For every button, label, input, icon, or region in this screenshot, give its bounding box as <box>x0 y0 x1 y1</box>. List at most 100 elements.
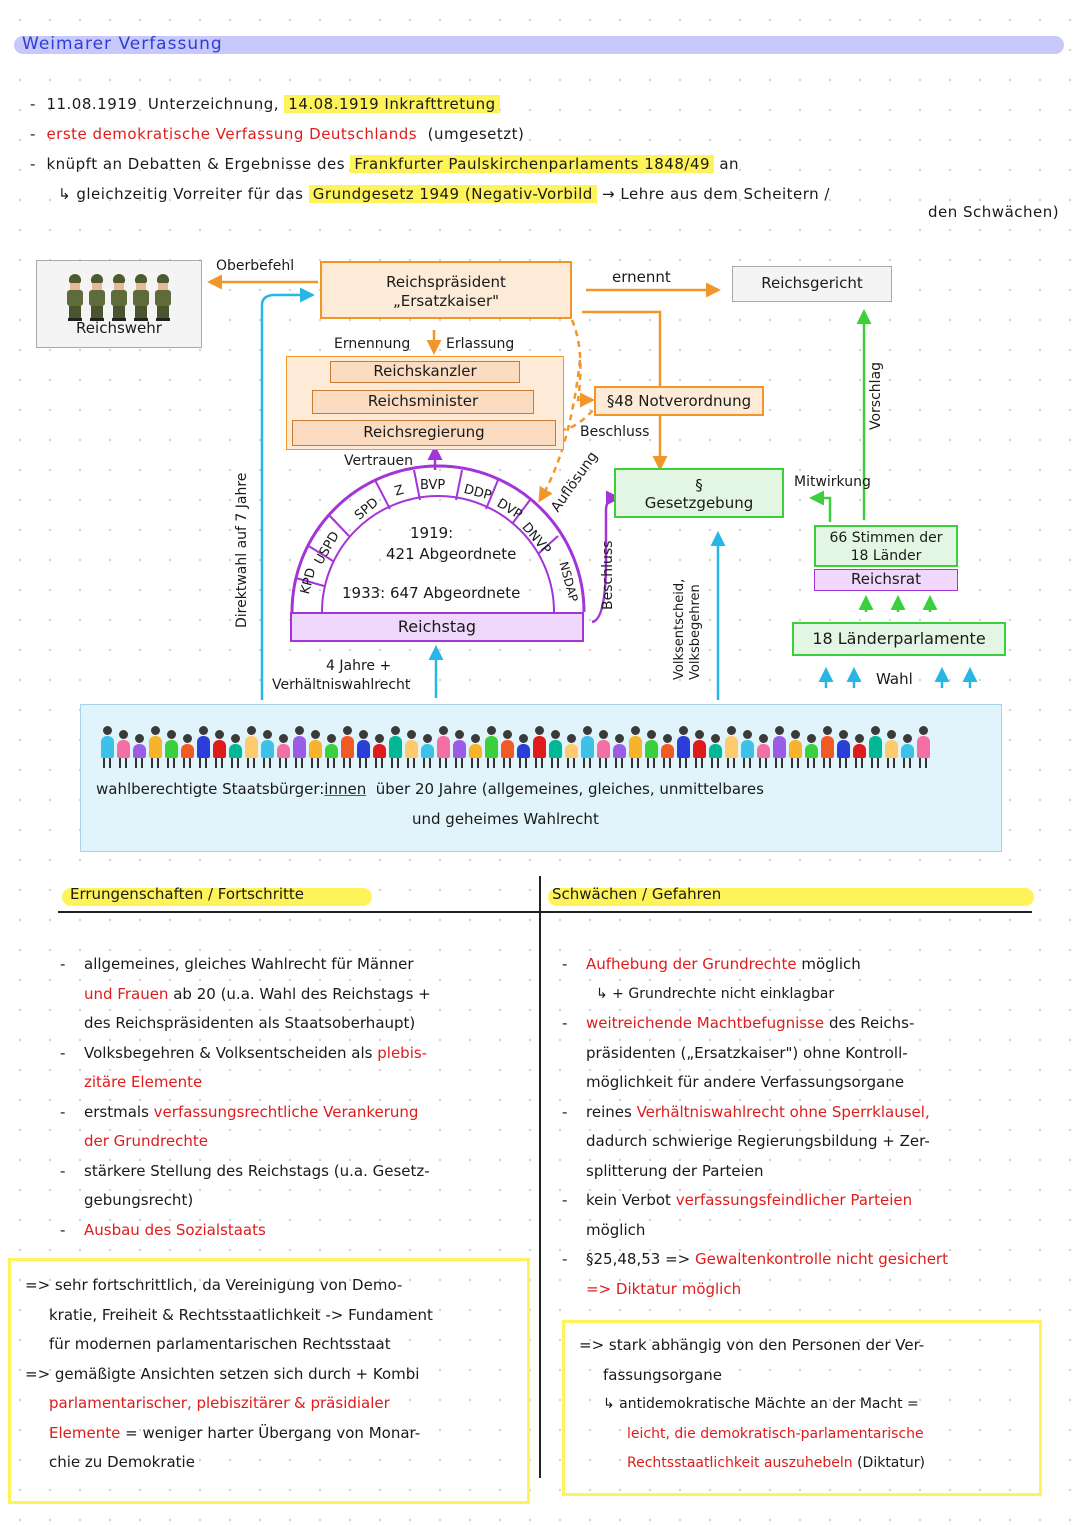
reichsgericht-box: Reichsgericht <box>732 266 892 302</box>
person-figure <box>404 730 418 768</box>
person-figure <box>644 730 658 768</box>
person-figure <box>868 726 882 768</box>
gesetzgebung-label: Gesetzgebung <box>644 494 754 512</box>
person-figure <box>468 734 482 768</box>
reichsrat-box: Reichsrat <box>814 569 958 591</box>
person-figure <box>676 726 690 768</box>
person-figure <box>212 730 226 768</box>
title-highlight <box>14 36 1064 54</box>
list-item: -allgemeines, gleiches Wahlrecht für Män… <box>60 955 414 973</box>
person-figure <box>612 734 626 768</box>
person-figure <box>708 734 722 768</box>
person-figure <box>132 734 146 768</box>
oberbefehl-label: Oberbefehl <box>216 258 295 274</box>
citizens-line-1: wahlberechtigte Staatsbürger:innen über … <box>96 780 764 798</box>
intro-line-3: - knüpft an Debatten & Ergebnisse des Fr… <box>30 155 740 173</box>
party-bvp: BVP <box>420 478 446 493</box>
list-item: -weitreichende Machtbefugnisse des Reich… <box>562 1014 915 1032</box>
list-item: -stärkere Stellung des Reichstags (u.a. … <box>60 1161 430 1180</box>
person-figure <box>628 726 642 768</box>
intro-line-1: - 11.08.1919 Unterzeichnung, 14.08.1919 … <box>30 95 500 113</box>
right-header: Schwächen / Gefahren <box>552 885 722 903</box>
person-figure <box>756 734 770 768</box>
person-figure <box>484 726 498 768</box>
person-figure <box>596 730 610 768</box>
person-figure <box>324 734 338 768</box>
abgeordnete-1933-label: 1933: 647 Abgeordnete <box>342 584 521 602</box>
person-figure <box>452 730 466 768</box>
left-conclusion-box: => sehr fortschrittlich, da Vereinigung … <box>8 1258 530 1504</box>
person-figure <box>372 734 386 768</box>
erlassung-label: Erlassung <box>446 336 515 352</box>
person-figure <box>724 726 738 768</box>
person-figure <box>820 726 834 768</box>
mitwirkung-label: Mitwirkung <box>794 474 871 490</box>
direktwahl-label: Direktwahl auf 7 Jahre <box>234 472 250 628</box>
person-figure <box>244 726 258 768</box>
reichswehr-label: Reichswehr <box>76 319 162 337</box>
intro-line-2: - erste demokratische Verfassung Deutsch… <box>30 125 525 143</box>
list-item: -reines Verhältniswahlrecht ohne Sperrkl… <box>562 1102 930 1121</box>
person-figure <box>356 730 370 768</box>
page-title: Weimarer Verfassung <box>22 34 223 54</box>
citizens-line-2: und geheimes Wahlrecht <box>412 810 599 828</box>
person-figure <box>148 726 162 768</box>
person-figure <box>228 734 242 768</box>
verhaeltniswahlrecht-label: Verhältniswahlrecht <box>272 677 411 693</box>
person-figure <box>772 726 786 768</box>
person-figure <box>100 726 114 768</box>
notverordnung-box: §48 Notverordnung <box>594 386 764 416</box>
right-conclusion-box: => stark abhängig von den Personen der V… <box>562 1320 1042 1496</box>
right-header-highlight <box>548 888 1034 906</box>
person-figure <box>436 726 450 768</box>
person-figure <box>580 726 594 768</box>
person-figure <box>692 730 706 768</box>
person-figure <box>660 734 674 768</box>
person-figure <box>788 730 802 768</box>
person-figure <box>836 730 850 768</box>
person-figure <box>804 734 818 768</box>
gesetzgebung-box: § Gesetzgebung <box>614 468 784 518</box>
paragraph-icon: § <box>695 476 703 494</box>
person-figure <box>532 726 546 768</box>
vertrauen-label: Vertrauen <box>344 453 414 469</box>
abgeordnete-1919-label: 421 Abgeordnete <box>386 545 517 563</box>
person-figure <box>564 734 578 768</box>
person-figure <box>116 730 130 768</box>
laenderparlamente-box: 18 Länderparlamente <box>792 622 1006 656</box>
person-figure <box>916 726 930 768</box>
person-figure <box>260 730 274 768</box>
list-item: -§25,48,53 => Gewaltenkontrolle nicht ge… <box>562 1250 948 1268</box>
person-figure <box>500 730 514 768</box>
person-figure <box>388 726 402 768</box>
person-figure <box>548 730 562 768</box>
list-item: -erstmals verfassungsrechtliche Veranker… <box>60 1102 419 1121</box>
citizens-box <box>80 704 1002 852</box>
list-item: -Aufhebung der Grundrechte möglich <box>562 955 861 973</box>
person-figure <box>884 730 898 768</box>
person-figure <box>292 726 306 768</box>
person-figure <box>740 730 754 768</box>
soldiers-icon <box>37 269 201 321</box>
ersatzkaiser-label: „Ersatzkaiser" <box>392 292 500 310</box>
left-header: Errungenschaften / Fortschritte <box>70 885 305 903</box>
right-list: -Aufhebung der Grundrechte möglich ↳ + G… <box>562 950 1042 1304</box>
list-item: -Ausbau des Sozialstaats <box>60 1220 266 1239</box>
person-figure <box>420 734 434 768</box>
person-figure <box>900 734 914 768</box>
reichsregierung-box: Reichsregierung <box>292 420 556 446</box>
reichstag-box: Reichstag <box>290 612 584 642</box>
people-illustration <box>100 718 960 768</box>
volksentscheid-label: Volksentscheid, Volksbegehren <box>672 578 703 680</box>
person-figure <box>516 734 530 768</box>
beschluss-notverordnung-label: Beschluss <box>580 424 650 440</box>
person-figure <box>196 726 210 768</box>
wahl-label: Wahl <box>876 670 913 688</box>
person-figure <box>852 734 866 768</box>
beschluss-gesetz-label: Beschluss <box>600 540 616 610</box>
vorschlag-label: Vorschlag <box>868 361 884 430</box>
list-item: -Volksbegehren & Volksentscheiden als pl… <box>60 1043 428 1062</box>
reichskanzler-box: Reichskanzler <box>330 361 520 383</box>
person-figure <box>276 734 290 768</box>
